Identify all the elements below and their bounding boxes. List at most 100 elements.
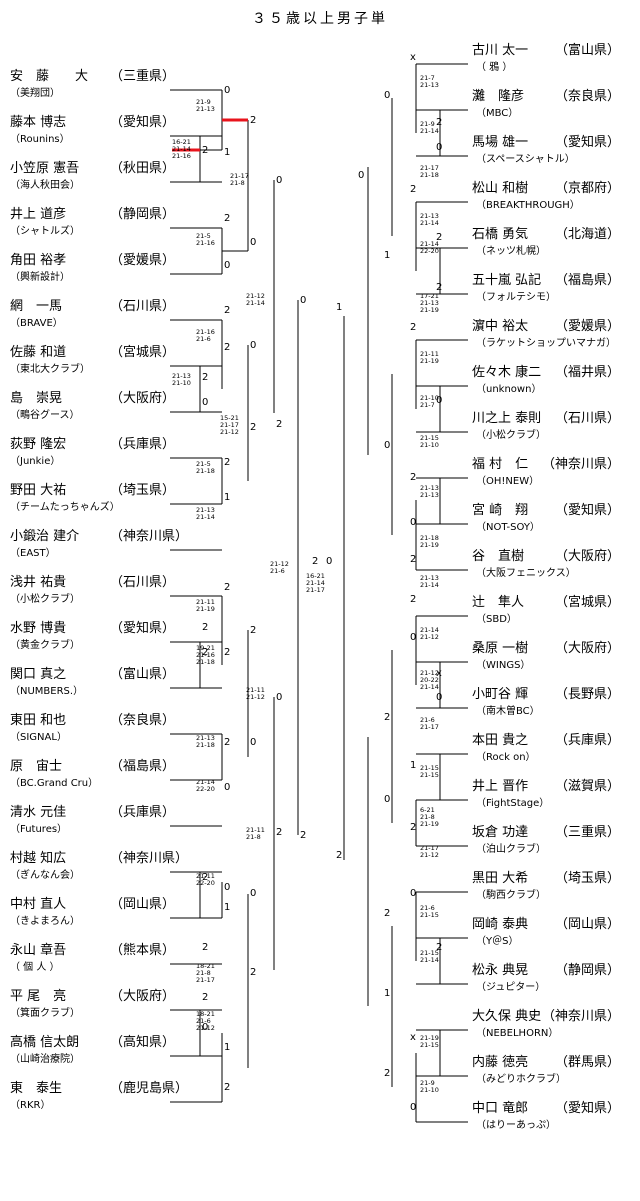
- result-mark: 2: [202, 872, 208, 883]
- result-mark: 0: [224, 85, 230, 96]
- player-team: （MBC）: [476, 107, 518, 119]
- result-mark: 1: [410, 760, 416, 771]
- player-name: 谷 直樹: [472, 549, 524, 564]
- player-name: 五十嵐 弘記: [472, 272, 541, 288]
- score-label: 21-5: [196, 232, 211, 240]
- score-label: 21-19: [420, 820, 439, 828]
- score-label: 21-6: [270, 567, 285, 575]
- player-team: （シャトルズ）: [10, 224, 80, 237]
- score-label: 16-21: [306, 572, 325, 580]
- player-name: 荻野 隆宏: [10, 437, 66, 452]
- score-label: 21-11: [196, 598, 215, 606]
- result-mark: 1: [384, 250, 390, 261]
- score-label: 21-15: [420, 764, 439, 772]
- result-mark: 2: [312, 556, 318, 567]
- score-label: 21-19: [196, 605, 215, 613]
- score-label: 21-5: [196, 460, 211, 468]
- player-name: 古川 太一: [472, 43, 528, 58]
- player-team: （RKR）: [10, 1099, 50, 1111]
- score-label: 21-14: [172, 145, 191, 153]
- score-label: 21-13: [420, 81, 439, 89]
- player-name: 高橋 信太朗: [10, 1034, 79, 1050]
- result-mark: 0: [384, 794, 390, 805]
- player-prefecture: （神奈川県）: [110, 851, 188, 866]
- player-team: （みどりホクラブ）: [476, 1072, 566, 1085]
- score-label: 17-21: [420, 292, 439, 300]
- score-label: 21-13: [196, 506, 215, 514]
- result-mark: 2: [224, 1082, 230, 1093]
- score-label: 18-21: [196, 1010, 215, 1018]
- score-label: 21-12: [220, 428, 239, 436]
- result-mark: 2: [224, 582, 230, 593]
- result-mark: 2: [410, 472, 416, 483]
- result-mark: 2: [202, 647, 208, 658]
- player-name: 村越 知広: [10, 850, 66, 866]
- player-prefecture: （秋田県）: [110, 161, 175, 176]
- result-mark: 0: [276, 175, 282, 186]
- result-mark: 2: [224, 737, 230, 748]
- player-prefecture: （滋賀県）: [555, 779, 620, 794]
- result-mark: 0: [410, 517, 416, 528]
- result-mark: 1: [224, 492, 230, 503]
- player-prefecture: （福島県）: [110, 759, 175, 774]
- result-mark: 2: [410, 322, 416, 333]
- score-label: 21-13: [420, 212, 439, 220]
- player-team: （unknown）: [476, 383, 541, 395]
- player-name: 関口 真之: [10, 667, 66, 682]
- score-label: 21-9: [196, 98, 211, 106]
- result-mark: 0: [410, 1102, 416, 1113]
- player-team: （小松クラブ）: [476, 428, 546, 441]
- result-mark: 2: [436, 942, 442, 953]
- player-prefecture: （愛知県）: [110, 620, 175, 636]
- player-team: （ラケットショップいマナガ）: [476, 337, 616, 349]
- result-mark: 2: [410, 554, 416, 565]
- score-label: 21-17: [306, 586, 325, 594]
- player-name: 網 一馬: [10, 299, 62, 314]
- player-team: （輿新設計）: [10, 270, 70, 283]
- result-mark: 2: [250, 967, 256, 978]
- result-mark: 0: [384, 90, 390, 101]
- result-mark: 2: [202, 992, 208, 1003]
- player-name: 岡崎 泰典: [472, 917, 528, 932]
- score-label: 16-21: [172, 138, 191, 146]
- result-mark: 0: [224, 782, 230, 793]
- result-mark: 0: [358, 170, 364, 181]
- player-prefecture: （愛知県）: [555, 134, 620, 150]
- player-name: 安 藤 大: [10, 69, 88, 84]
- result-mark: 2: [300, 830, 306, 841]
- player-prefecture: （兵庫県）: [555, 733, 620, 748]
- player-name: 大久保 典史: [472, 1009, 541, 1024]
- score-label: 21-14: [196, 513, 215, 521]
- player-prefecture: （石川県）: [110, 299, 175, 314]
- player-team: （海人秋田会）: [10, 178, 80, 191]
- player-team: （BREAKTHROUGH）: [476, 199, 580, 211]
- score-label: 21-19: [420, 541, 439, 549]
- player-prefecture: （宮城県）: [555, 594, 620, 610]
- player-team: （泊山クラブ）: [476, 842, 546, 855]
- player-prefecture: （愛知県）: [110, 114, 175, 130]
- result-mark: 2: [224, 457, 230, 468]
- player-team: （ 鴉 ）: [476, 60, 512, 73]
- player-team: （きよまろん）: [10, 915, 80, 927]
- score-label: 21-19: [420, 357, 439, 365]
- score-label: 21-11: [246, 826, 265, 834]
- score-label: 21-10: [420, 394, 439, 402]
- score-label: 21-19: [420, 1034, 439, 1042]
- player-prefecture: （三重県）: [555, 824, 620, 840]
- player-name: 平 尾 亮: [10, 988, 66, 1004]
- player-team: （大阪フェニックス）: [476, 566, 576, 579]
- score-label: 21-16: [172, 152, 191, 160]
- score-label: 21-17: [196, 976, 215, 984]
- score-label: 21-13: [420, 491, 439, 499]
- result-mark: 2: [384, 712, 390, 723]
- player-team: （箕面クラブ）: [10, 1006, 80, 1019]
- result-mark: 2: [410, 822, 416, 833]
- player-name: 東田 和也: [10, 712, 66, 728]
- score-label: 21-10: [172, 379, 191, 387]
- score-label: 21-15: [420, 911, 439, 919]
- player-team: （ネッツ札幌）: [476, 244, 546, 257]
- score-label: 21-16: [196, 239, 215, 247]
- player-name: 濵中 裕太: [472, 319, 528, 334]
- result-mark: 0: [250, 340, 256, 351]
